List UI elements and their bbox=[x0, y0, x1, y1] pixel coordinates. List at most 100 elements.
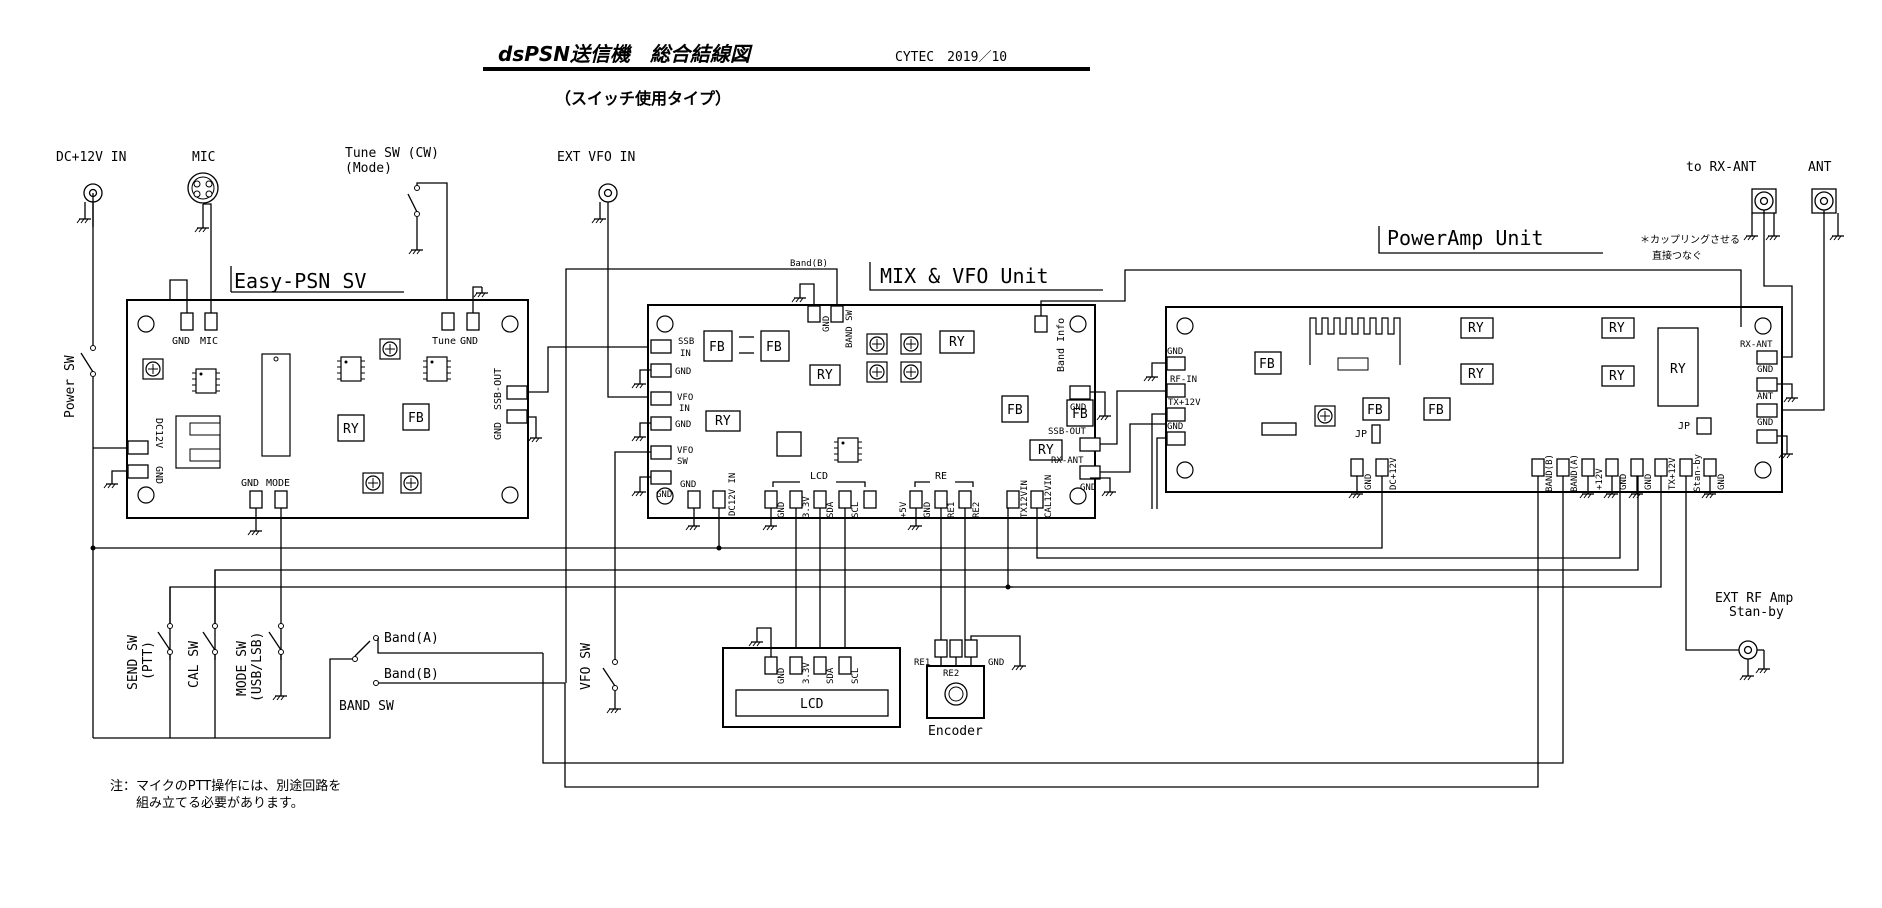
mix-cal12vin-label: CAL12VIN bbox=[1044, 475, 1054, 518]
ext-vfo-jack-icon[interactable] bbox=[598, 183, 618, 203]
pa-tx12v-pin[interactable] bbox=[1166, 407, 1186, 422]
pa-gnd-dc-pin[interactable] bbox=[1350, 458, 1364, 477]
mix-dc12v-pin[interactable] bbox=[712, 490, 726, 509]
pa-rf-in-pin[interactable] bbox=[1166, 383, 1186, 398]
pa-dc12v-pin[interactable] bbox=[1375, 458, 1389, 477]
easy-gnd3-pin[interactable] bbox=[249, 490, 263, 509]
mix-re-gnd-pin[interactable] bbox=[909, 490, 923, 509]
power-amp-board: FB FB FB RY RY RY RY RY JP JP GND RF-IN … bbox=[1165, 306, 1783, 493]
mix-cal12vin-pin[interactable] bbox=[1030, 490, 1044, 509]
pa-gnd3-pin[interactable] bbox=[1605, 458, 1619, 477]
pa-r-gnd2-pin[interactable] bbox=[1756, 429, 1778, 444]
mix-vfo-sw-label2: SW bbox=[677, 457, 688, 467]
mix-lcd-gnd-pin[interactable] bbox=[764, 490, 778, 509]
vfo-switch[interactable] bbox=[602, 659, 618, 691]
easy-tune-label: Tune bbox=[432, 336, 456, 347]
lcd-scl-label: SCL bbox=[851, 668, 861, 684]
pa-gnd2-pin[interactable] bbox=[1166, 431, 1186, 446]
rx-ant-jack-icon[interactable] bbox=[1751, 188, 1777, 214]
enc-gnd-label: GND bbox=[988, 658, 1004, 668]
vfo-sw-label: VFO SW bbox=[579, 643, 594, 690]
send-switch[interactable] bbox=[157, 623, 173, 655]
dc-in-label: DC+12V IN bbox=[56, 150, 126, 165]
mix-r-gnd2-label: GND bbox=[1080, 483, 1096, 493]
easy-dc-gnd-pin[interactable] bbox=[127, 464, 149, 479]
pa-r-gnd1-pin[interactable] bbox=[1756, 377, 1778, 392]
mix-vfo-sw-pin[interactable] bbox=[650, 445, 672, 460]
pa-r-gnd2-label: GND bbox=[1757, 418, 1773, 428]
ant-label: ANT bbox=[1808, 160, 1832, 175]
lcd-sda-label: SDA bbox=[826, 667, 836, 684]
mix-re-group-label: RE bbox=[935, 471, 947, 482]
pa-rx-ant-pin[interactable] bbox=[1756, 350, 1778, 365]
pa-standby-pin[interactable] bbox=[1679, 458, 1693, 477]
mix-crystal-icon bbox=[776, 431, 802, 457]
mix-top-gnd-pin[interactable] bbox=[807, 305, 821, 323]
mix-lcd-gnd-label: GND bbox=[777, 502, 787, 518]
mix-lcd-sda-pin[interactable] bbox=[813, 490, 827, 509]
mix-ssb-out-pin[interactable] bbox=[1079, 437, 1101, 452]
mix-tx12vin-label: TX12VIN bbox=[1020, 480, 1030, 518]
mix-band-sw-pin[interactable] bbox=[830, 305, 844, 323]
ant-jack-icon[interactable] bbox=[1811, 188, 1837, 214]
coupling-note-2: 直接つなぐ bbox=[1652, 249, 1702, 262]
pa-ant-pin[interactable] bbox=[1756, 403, 1778, 418]
pa-gnd5-pin[interactable] bbox=[1703, 458, 1717, 477]
mix-gnd1-pin[interactable] bbox=[650, 363, 672, 378]
easy-mode-pin[interactable] bbox=[274, 490, 288, 509]
mode-switch[interactable] bbox=[268, 623, 284, 655]
encoder[interactable] bbox=[926, 639, 985, 719]
mix-ssb-in-pin[interactable] bbox=[650, 339, 672, 354]
easy-gnd-pin[interactable] bbox=[180, 312, 194, 331]
mix-re1-label: RE1 bbox=[947, 502, 957, 518]
mode-sw-sub: (USB/LSB) bbox=[250, 632, 265, 702]
mix-lcd-3v3-pin[interactable] bbox=[789, 490, 803, 509]
pa-fb2-label: FB bbox=[1367, 403, 1383, 418]
band-switch[interactable] bbox=[352, 635, 379, 686]
power-switch[interactable] bbox=[80, 345, 96, 377]
pa-gnd4-pin[interactable] bbox=[1630, 458, 1644, 477]
mix-lcd-scl-pin[interactable] bbox=[838, 490, 852, 509]
mix-gnd2-pin[interactable] bbox=[650, 416, 672, 431]
mix-band-info-pin[interactable] bbox=[1034, 315, 1048, 333]
to-rx-ant-label: to RX-ANT bbox=[1686, 160, 1757, 175]
mix-ssb-in-label: IN bbox=[680, 349, 691, 359]
pa-12v-pin[interactable] bbox=[1581, 458, 1595, 477]
pa-tx12v-b-pin[interactable] bbox=[1654, 458, 1668, 477]
pa-band-b-pin[interactable] bbox=[1531, 458, 1545, 477]
easy-mic-pin[interactable] bbox=[204, 312, 218, 331]
diagram-title: dsPSN送信機 総合結線図 bbox=[498, 42, 753, 66]
pa-gnd-dc-label: GND bbox=[1364, 474, 1374, 490]
cal-switch[interactable] bbox=[202, 623, 218, 655]
pa-gnd1-pin[interactable] bbox=[1166, 356, 1186, 371]
mix-ry3-label: RY bbox=[715, 414, 731, 429]
ext-vfo-label: EXT VFO IN bbox=[557, 150, 635, 165]
mix-gnd3-pin[interactable] bbox=[650, 470, 672, 485]
mix-b-gnd-pin[interactable] bbox=[687, 490, 701, 509]
easy-ssb-out-pin[interactable] bbox=[506, 385, 528, 400]
mic-connector-icon[interactable] bbox=[187, 172, 219, 204]
easy-gnd4-pin[interactable] bbox=[506, 409, 528, 424]
mix-gnd1-label: GND bbox=[675, 367, 691, 377]
mix-re2-label: RE2 bbox=[972, 502, 982, 518]
pa-rx-ant-label: RX-ANT bbox=[1740, 340, 1773, 350]
mix-re1-pin[interactable] bbox=[934, 490, 948, 509]
mix-fb4-label: FB bbox=[1072, 407, 1088, 422]
mix-rx-ant-label: RX-ANT bbox=[1051, 456, 1084, 466]
easy-dc12v-pin[interactable] bbox=[127, 440, 149, 455]
easy-tune-pin[interactable] bbox=[441, 312, 455, 331]
ext-rf-standby-jack-icon[interactable] bbox=[1738, 640, 1758, 660]
easy-gnd2-label: GND bbox=[460, 336, 478, 347]
mix-rx-ant-pin[interactable] bbox=[1079, 465, 1101, 480]
easy-filter-coil-icon bbox=[175, 415, 221, 469]
tune-switch[interactable] bbox=[407, 185, 420, 217]
mix-re2-pin[interactable] bbox=[958, 490, 972, 509]
mix-r-gnd-pin[interactable] bbox=[1069, 385, 1091, 400]
mix-vfo-in-pin[interactable] bbox=[650, 391, 672, 406]
mix-5v-pin[interactable] bbox=[863, 490, 877, 509]
mix-tx12vin-pin[interactable] bbox=[1006, 490, 1020, 509]
mix-lcd-scl-label: SCL bbox=[851, 502, 861, 518]
easy-gnd2-pin[interactable] bbox=[466, 312, 480, 331]
pa-band-a-pin[interactable] bbox=[1556, 458, 1570, 477]
lcd-gnd-label: GND bbox=[777, 668, 787, 684]
